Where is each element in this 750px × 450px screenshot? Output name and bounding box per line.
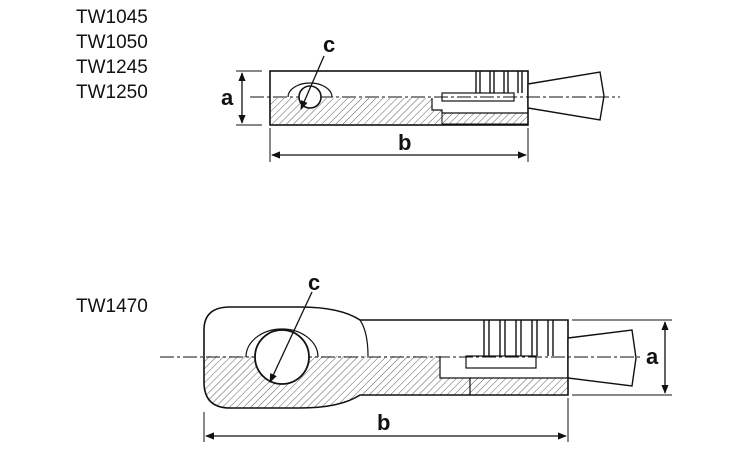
model-label-tw1250: TW1250 [76,82,148,103]
model-label-tw1245: TW1245 [76,57,148,78]
top-c-arrow [300,55,325,110]
top-dim-b: b [398,130,411,155]
bottom-body-section [204,356,470,408]
top-tapered-plug [527,71,605,121]
bottom-c-arrow [269,291,313,383]
top-fitting-drawing: c a b [221,32,620,162]
bottom-body-outline [203,306,569,409]
bottom-dim-b: b [377,410,390,435]
model-label-tw1045: TW1045 [76,7,148,28]
top-dim-a: a [221,85,234,110]
bottom-fitting-drawing: c a b [160,270,672,442]
top-thread-grooves [475,71,523,93]
top-body-section-right [441,112,529,125]
top-body-section [271,98,442,124]
top-dim-c: c [323,32,335,57]
bottom-dim-c: c [308,270,320,295]
bottom-dim-a: a [646,344,659,369]
bottom-thread-grooves [483,320,554,356]
model-label-tw1050: TW1050 [76,32,148,53]
bottom-tapered-plug [567,329,637,387]
model-label-tw1470: TW1470 [76,296,148,317]
